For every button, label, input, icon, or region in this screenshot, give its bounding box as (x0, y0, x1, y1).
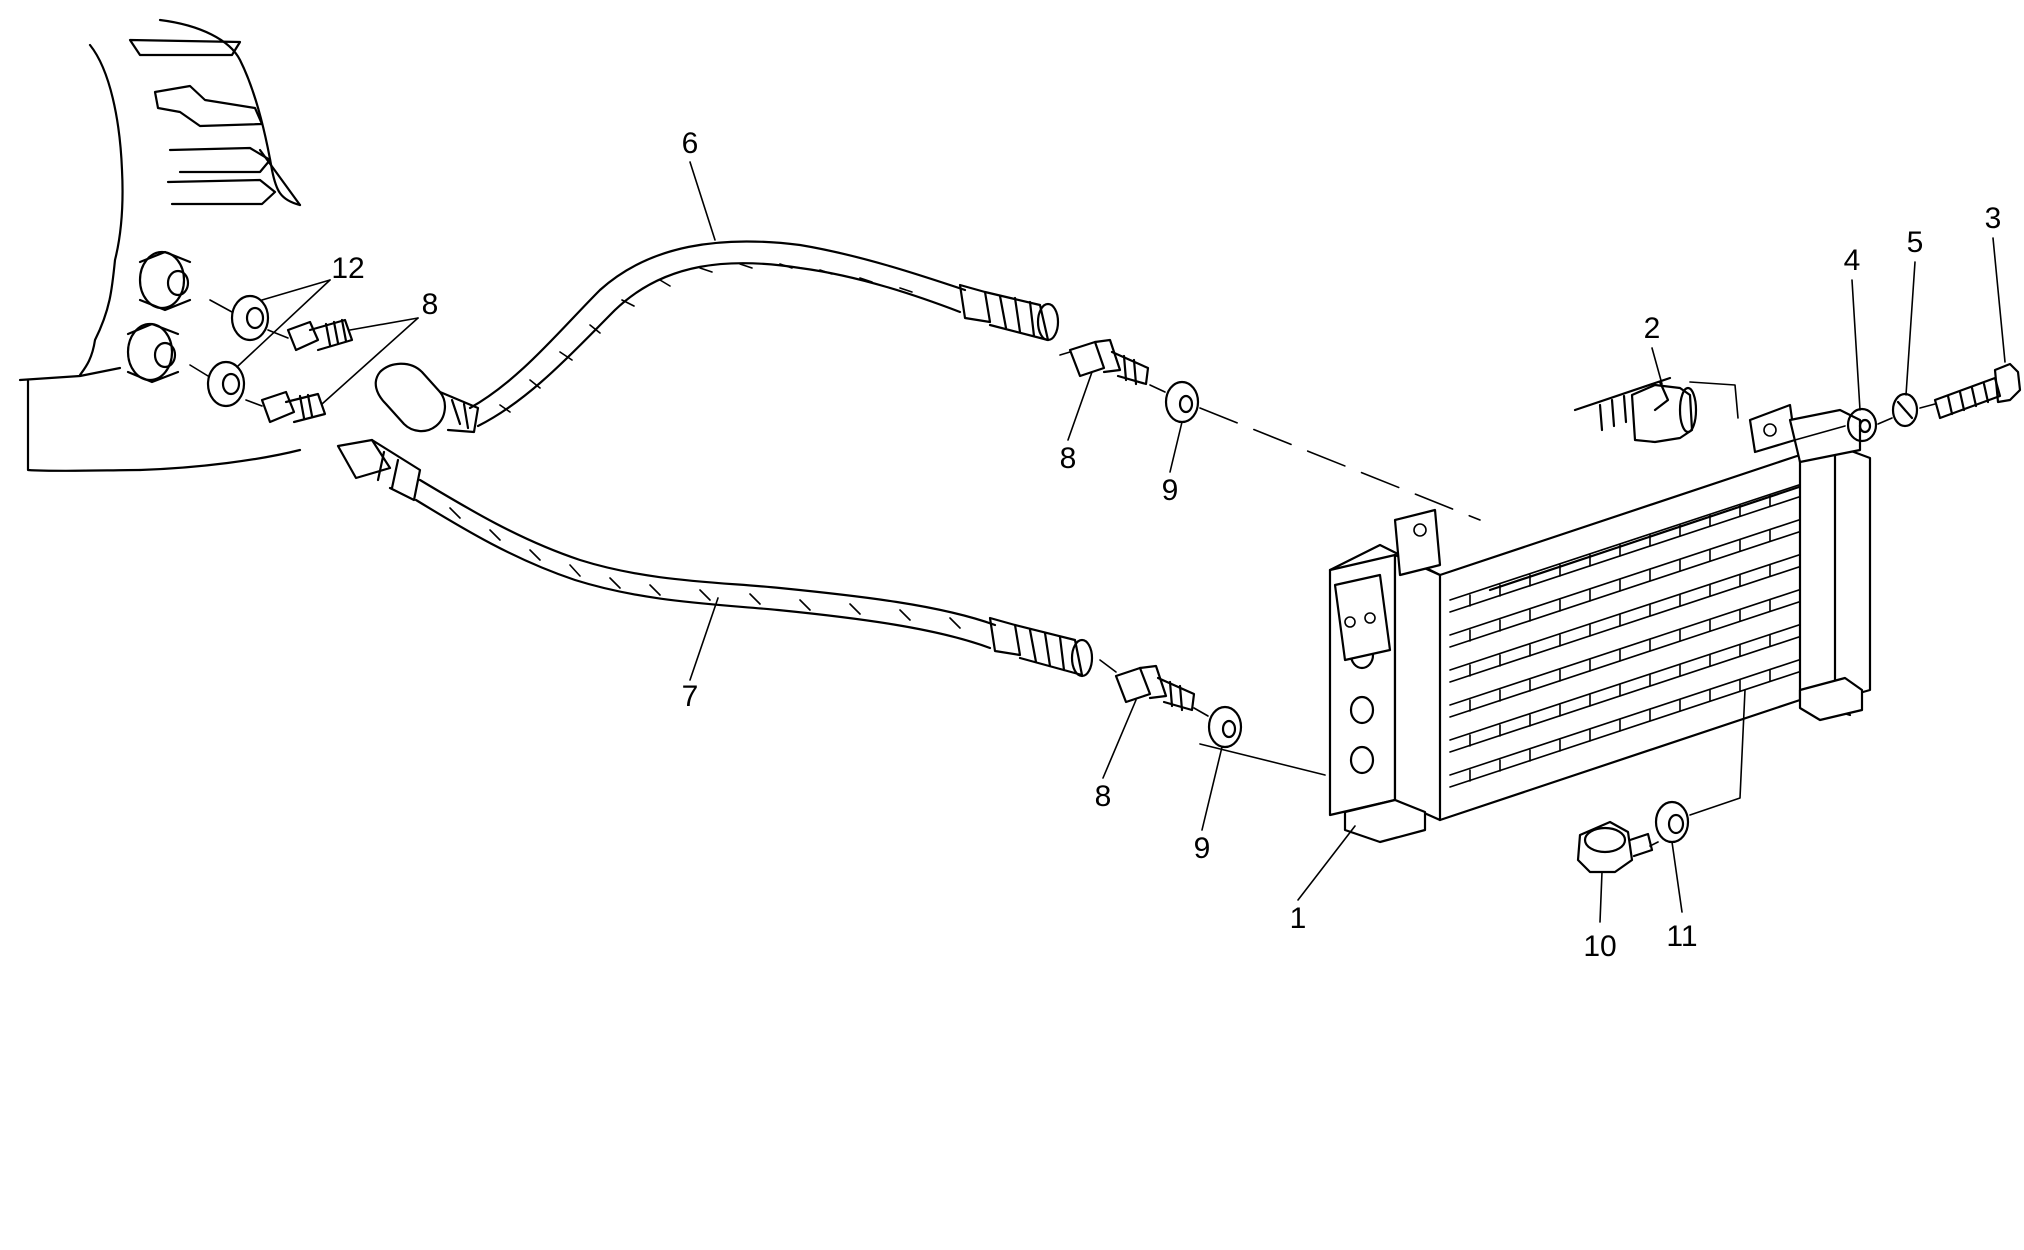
washer-9-lower (1207, 705, 1243, 749)
hose-7 (336, 438, 1094, 678)
callout-12: 12 (331, 252, 364, 285)
union-8-engine-lower (260, 390, 327, 424)
callout-6: 6 (682, 127, 699, 160)
washer-11 (1654, 800, 1690, 844)
callout-1: 1 (1290, 902, 1307, 935)
callout-9-upper: 9 (1162, 474, 1179, 507)
drain-plug-10 (1576, 820, 1654, 874)
callout-5: 5 (1907, 226, 1924, 259)
bolt-3 (1933, 362, 2022, 420)
oil-cooler-1 (1328, 403, 1872, 844)
union-8-cooler-lower (1114, 664, 1196, 712)
callout-7: 7 (682, 680, 699, 713)
callout-11: 11 (1666, 920, 1697, 953)
washer-4 (1846, 407, 1878, 443)
washer-12-upper (230, 294, 270, 342)
rubber-mount-2 (1573, 376, 1698, 444)
washer-9-upper (1164, 380, 1200, 424)
callout-8-cooler-upper: 8 (1060, 442, 1077, 475)
callout-9-lower: 9 (1194, 832, 1211, 865)
hose-6 (374, 240, 1060, 434)
spring-washer-5 (1891, 392, 1919, 428)
callout-10: 10 (1583, 930, 1616, 963)
engine-case (18, 18, 302, 472)
callout-labels: 1 2 3 4 5 6 7 8 8 8 9 9 10 11 12 (331, 127, 2001, 963)
union-8-engine-upper (286, 318, 354, 352)
callout-4: 4 (1844, 244, 1861, 277)
callout-8-engine: 8 (422, 288, 439, 321)
leader-lines (237, 161, 2006, 923)
callout-3: 3 (1985, 202, 2002, 235)
union-8-cooler-upper (1068, 338, 1150, 386)
callout-8-cooler-lower: 8 (1095, 780, 1112, 813)
callout-2: 2 (1644, 312, 1661, 345)
washer-12-lower (206, 360, 246, 408)
